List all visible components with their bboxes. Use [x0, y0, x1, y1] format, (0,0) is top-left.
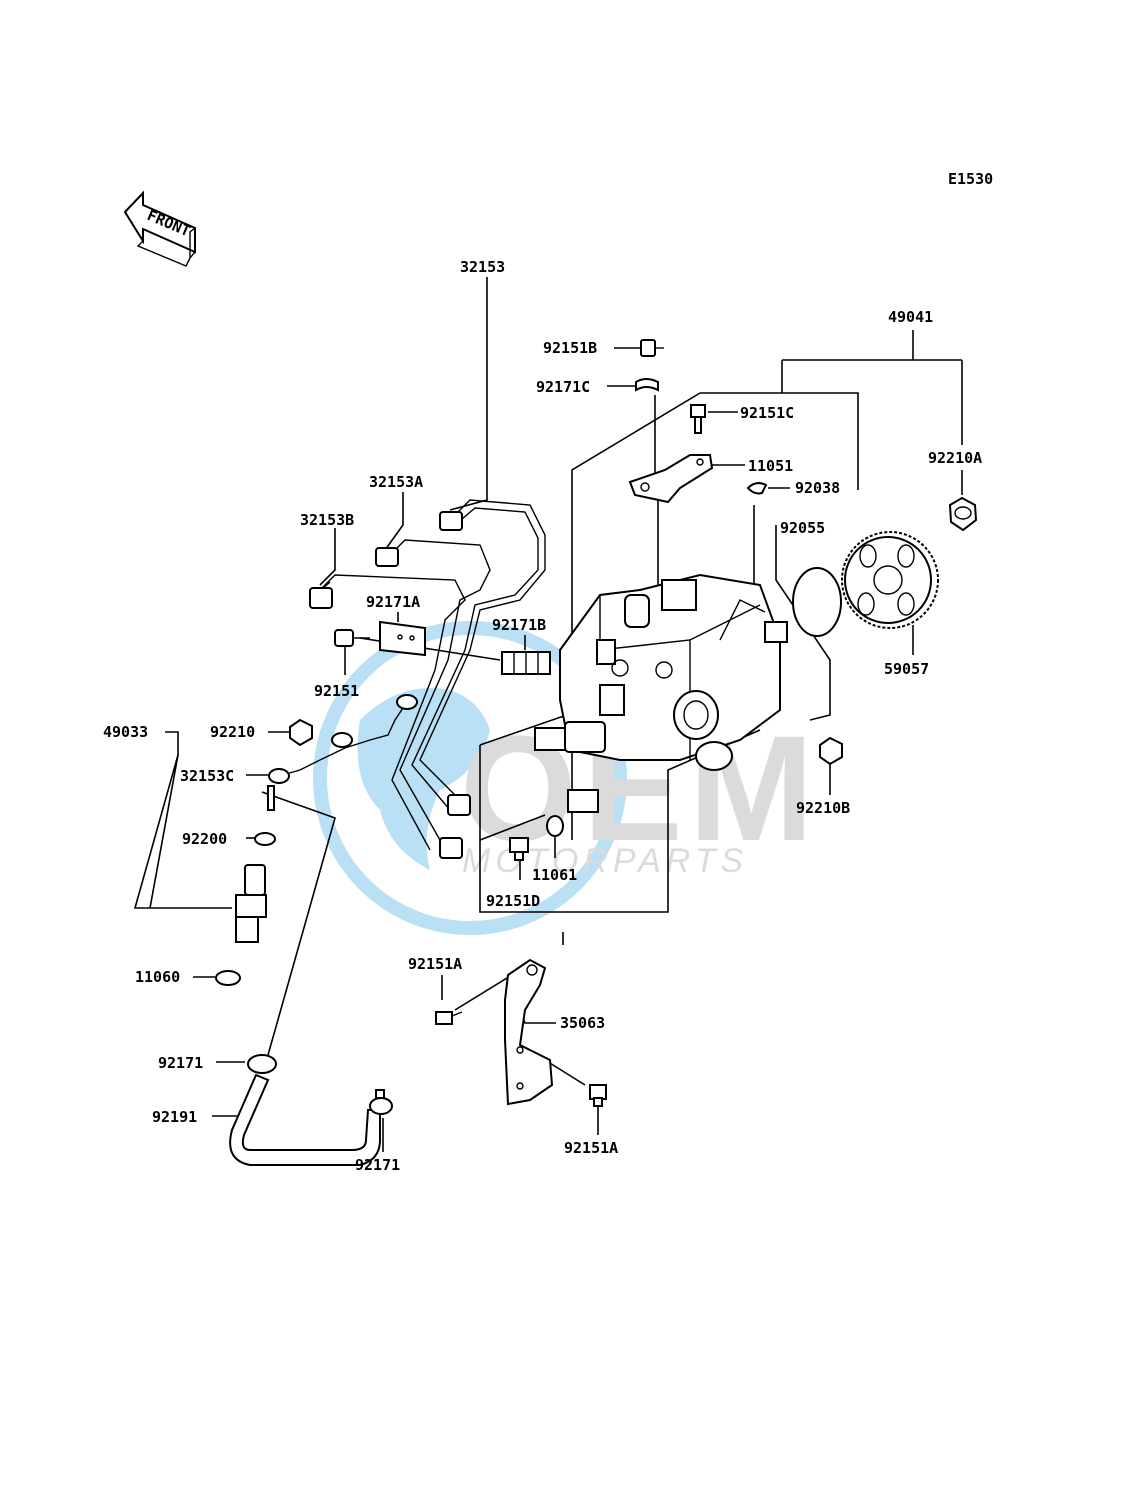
label-92171A: 92171A — [366, 593, 420, 611]
label-32153: 32153 — [460, 258, 505, 276]
diagram-code: E1530 — [948, 170, 993, 188]
label-11051: 11051 — [748, 457, 793, 475]
part-92055-oring-icon — [792, 567, 842, 637]
part-92171A-clamp-icon — [379, 620, 426, 657]
label-11061: 11061 — [532, 866, 577, 884]
part-92191-hose-icon — [229, 1073, 381, 1166]
label-92171-bottom: 92171 — [355, 1156, 400, 1174]
label-92151A-bottom: 92151A — [564, 1139, 618, 1157]
part-92171C-clip-icon — [635, 378, 659, 392]
label-35063: 35063 — [560, 1014, 605, 1032]
part-nozzle-icon — [235, 864, 267, 943]
part-11060-washer-icon — [215, 970, 241, 986]
label-92171B: 92171B — [492, 616, 546, 634]
part-11061-washer-icon — [546, 815, 564, 837]
label-92171C: 92171C — [536, 378, 590, 396]
label-92171-left: 92171 — [158, 1054, 203, 1072]
label-92210A: 92210A — [928, 449, 982, 467]
part-92210-nut-icon — [289, 718, 313, 747]
part-32153C-leakoff-pipe-icon — [267, 694, 418, 811]
part-92171B-clamp-icon — [501, 651, 551, 675]
label-92151: 92151 — [314, 682, 359, 700]
front-arrow-icon: FRONT — [123, 190, 196, 267]
part-92151B-bolt-icon — [640, 339, 664, 357]
label-92200: 92200 — [182, 830, 227, 848]
label-49033: 49033 — [103, 723, 148, 741]
label-92151A-top: 92151A — [408, 955, 462, 973]
label-32153A: 32153A — [369, 473, 423, 491]
part-92151-bolt-icon — [334, 629, 370, 647]
label-92151B: 92151B — [543, 339, 597, 357]
part-49041-injection-pump-icon — [534, 573, 788, 813]
label-92191: 92191 — [152, 1108, 197, 1126]
part-11051-bracket-icon — [628, 454, 714, 504]
part-92151C-screw-icon — [690, 404, 706, 434]
label-49041: 49041 — [888, 308, 933, 326]
part-92210A-nut-icon — [948, 496, 978, 532]
part-labels: 49041 92151B 92171C 92151C 11051 92038 9… — [103, 258, 982, 1174]
part-92171-clamp-left-icon — [247, 1054, 277, 1074]
label-59057: 59057 — [884, 660, 929, 678]
label-11060: 11060 — [135, 968, 180, 986]
part-35063-bracket-icon — [504, 958, 554, 1106]
label-92210: 92210 — [210, 723, 255, 741]
part-92151A-bolt-top-icon — [435, 1011, 463, 1025]
label-92210B: 92210B — [796, 799, 850, 817]
part-59057-gear-icon — [841, 531, 939, 629]
watermark-sub: MOTORPARTS — [462, 842, 748, 880]
label-92055: 92055 — [780, 519, 825, 537]
part-92151D-bolt-icon — [509, 837, 529, 861]
label-92038: 92038 — [795, 479, 840, 497]
part-92200-washer-icon — [254, 832, 276, 846]
label-32153B: 32153B — [300, 511, 354, 529]
part-92210B-nut-icon — [819, 736, 843, 766]
part-92038-key-icon — [746, 482, 768, 495]
part-92151A-bolt-bottom-icon — [589, 1084, 607, 1107]
label-92151C: 92151C — [740, 404, 794, 422]
part-92171-clamp-bottom-icon — [369, 1089, 393, 1115]
label-32153C: 32153C — [180, 767, 234, 785]
part-32153-pipes-icon — [309, 499, 546, 859]
label-92151D: 92151D — [486, 892, 540, 910]
